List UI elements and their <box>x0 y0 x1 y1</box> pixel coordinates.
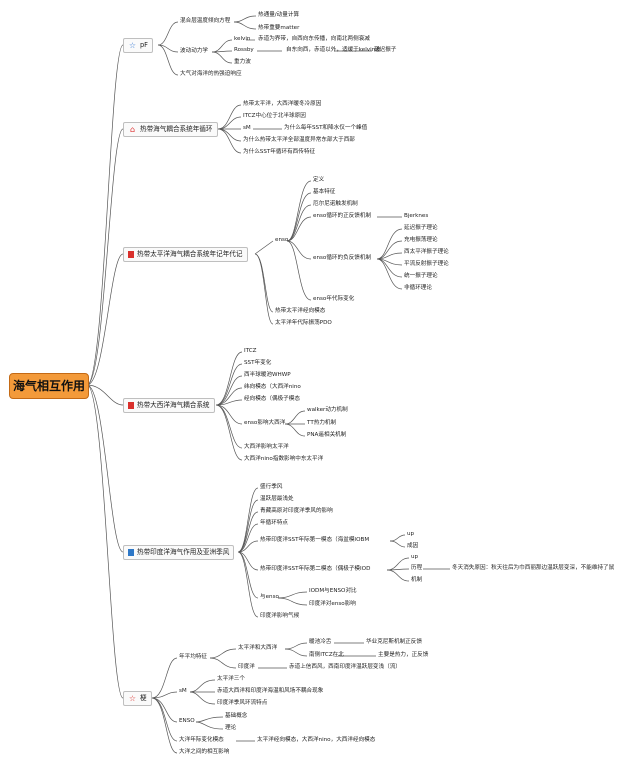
branch-label: 热带海气耦合系统年循环 <box>140 125 213 133</box>
topic-node[interactable]: 充电振荡理论 <box>404 237 438 243</box>
topic-node[interactable]: walker动力机制 <box>307 407 348 413</box>
topic-node[interactable]: 波动动力学 <box>180 48 208 54</box>
topic-node[interactable]: ITCZ <box>244 348 257 354</box>
branch-label: 热带太平洋海气耦合系统年记年代记 <box>137 250 243 258</box>
topic-node[interactable]: 延迟振子 <box>374 47 397 53</box>
branch-label: pF <box>140 41 148 49</box>
topic-node[interactable]: 冬天消失原因：秋天往后为巾西丽那边温跃层变深，不能维持了鼠 <box>452 565 615 571</box>
branch-pacific[interactable]: 热带太平洋海气耦合系统年记年代记 <box>123 247 248 262</box>
topic-node[interactable]: 太平洋和大西洋 <box>238 645 278 651</box>
topic-node[interactable]: ITCZ中心位于北半球原因 <box>243 113 306 119</box>
red-flag-icon <box>128 251 134 258</box>
topic-node[interactable]: 大洋之间的相互影响 <box>179 749 230 755</box>
topic-node[interactable]: Rossby <box>234 47 254 53</box>
topic-node[interactable]: 温跃层最浅处 <box>260 496 294 502</box>
topic-node[interactable]: Bjerknes <box>404 213 429 219</box>
topic-node[interactable]: 印度洋影响气候 <box>260 613 300 619</box>
branch-indian[interactable]: 热带印度洋海气作用及亚洲季风 <box>123 545 235 560</box>
topic-node[interactable]: 暖池冷舌 <box>309 639 332 645</box>
topic-node[interactable]: 印度洋季风环流特点 <box>217 700 268 706</box>
topic-node[interactable]: 基础概念 <box>225 713 248 719</box>
topic-node[interactable]: 热带印度洋SST年际第二模态（偶极子模IOD <box>260 566 371 572</box>
topic-node[interactable]: enso循环的正反馈机制 <box>313 213 372 219</box>
topic-node[interactable]: 年平均特征 <box>179 654 207 660</box>
topic-node[interactable]: 纬向模态（大西洋nino <box>244 384 301 390</box>
topic-node[interactable]: 非循环理论 <box>404 285 432 291</box>
topic-node[interactable]: 赤道大西洋和印度洋海温和风场不耦合现象 <box>217 688 324 694</box>
topic-node[interactable]: enso年代际变化 <box>313 296 355 302</box>
topic-node[interactable]: 大西洋nino指数影响中东太平洋 <box>244 456 324 462</box>
branch-atlantic[interactable]: 热带大西洋海气耦合系统 <box>123 398 215 413</box>
branch-label: 热带大西洋海气耦合系统 <box>137 401 210 409</box>
topic-node[interactable]: ENSO <box>179 718 195 724</box>
topic-node[interactable]: 华业克尼斯机制正反馈 <box>366 639 422 645</box>
topic-node[interactable]: 热带印度洋SST年际第一模态（海盆模IOBM <box>260 537 370 543</box>
topic-node[interactable]: 热带重要matter <box>258 25 300 31</box>
topic-node[interactable]: 赤道为界带，自西向东传播，向南北两侧衰减 <box>258 36 370 42</box>
topic-node[interactable]: sM <box>179 688 187 694</box>
topic-node[interactable]: 年循环特点 <box>260 520 288 526</box>
topic-node[interactable]: 青藏高原对印度洋季风的影响 <box>260 508 333 514</box>
topic-node[interactable]: 南侧ITCZ在北 <box>309 652 344 658</box>
topic-node[interactable]: 太平洋三个 <box>217 676 245 682</box>
topic-node[interactable]: 印度洋对enso影响 <box>309 601 356 607</box>
topic-node[interactable]: up <box>407 531 415 537</box>
topic-node[interactable]: 大西洋影响太平洋 <box>244 444 289 450</box>
topic-node[interactable]: enso循环的负反馈机制 <box>313 255 372 261</box>
topic-node[interactable]: 混合层温度倾向方程 <box>180 18 231 24</box>
topic-node[interactable]: 赤道上信西风，西南印度洋温跃层变浅（流） <box>289 664 401 670</box>
root-topic[interactable]: 海气相互作用 <box>9 373 89 399</box>
topic-node[interactable]: 统一振子理论 <box>404 273 438 279</box>
star-icon: ☆ <box>128 694 137 703</box>
topic-node[interactable]: 大气对海洋的热强迫响应 <box>180 71 242 77</box>
topic-node[interactable]: IODM与ENSO对比 <box>309 588 357 594</box>
topic-node[interactable]: up <box>411 554 419 560</box>
red-flag-icon <box>128 402 134 409</box>
topic-node[interactable]: 大洋年际变化模态 <box>179 737 224 743</box>
topic-node[interactable]: 理论 <box>225 725 237 731</box>
topic-node[interactable]: 与enso <box>260 594 279 600</box>
house-icon: ⌂ <box>129 125 136 134</box>
topic-node[interactable]: 西太平洋振子理论 <box>404 249 449 255</box>
topic-node[interactable]: 为什么SST年循环有西传特征 <box>243 149 316 155</box>
branch-label: 梗 <box>140 694 147 702</box>
topic-node[interactable]: 延迟振子理论 <box>404 225 438 231</box>
topic-node[interactable]: 印度洋 <box>238 664 255 670</box>
topic-node[interactable]: 热带太平洋经向模态 <box>275 308 326 314</box>
topic-node[interactable]: 为什么热带太平洋全部温度异常东部大于西部 <box>243 137 355 143</box>
topic-node[interactable]: 成因 <box>407 543 419 549</box>
topic-node[interactable]: 热通量/动量计算 <box>258 12 300 18</box>
blue-flag-icon <box>128 549 134 556</box>
topic-node[interactable]: 机制 <box>411 577 423 583</box>
topic-node[interactable]: sM <box>243 125 251 131</box>
topic-node[interactable]: 为什么每年SST和降水仅一个峰值 <box>284 125 368 131</box>
topic-node[interactable]: 平流反射振子理论 <box>404 261 449 267</box>
topic-node[interactable]: enso <box>275 237 289 243</box>
branch-tropical[interactable]: ⌂ 热带海气耦合系统年循环 <box>123 122 218 137</box>
topic-node[interactable]: 基本特征 <box>313 189 336 195</box>
topic-node[interactable]: 历程 <box>411 565 423 571</box>
topic-node[interactable]: 太平洋经向模态，大西洋nino，大西洋经向模态 <box>257 737 376 743</box>
star-icon: ☆ <box>128 41 137 50</box>
branch-summary[interactable]: ☆ 梗 <box>123 691 152 706</box>
topic-node[interactable]: SST年变化 <box>244 360 272 366</box>
topic-node[interactable]: PNA遥相关机制 <box>307 432 347 438</box>
topic-node[interactable]: 西半球暖池WHWP <box>244 372 291 378</box>
topic-node[interactable]: 太平洋年代际振荡PDO <box>275 320 332 326</box>
branch-label: 热带印度洋海气作用及亚洲季风 <box>137 548 230 556</box>
topic-node[interactable]: 定义 <box>313 177 325 183</box>
topic-node[interactable]: 经向模态（偶极子模态 <box>244 396 300 402</box>
topic-node[interactable]: 主要是热力，正反馈 <box>378 652 429 658</box>
topic-node[interactable]: 盛行季风 <box>260 484 283 490</box>
topic-node[interactable]: kelvin <box>234 36 251 42</box>
branch-pf[interactable]: ☆ pF <box>123 38 153 53</box>
topic-node[interactable]: 热带太平洋，大西洋暖冬冷原因 <box>243 101 322 107</box>
topic-node[interactable]: 自东向西，赤道以外，适缓于kelvin波 <box>286 47 381 53</box>
topic-node[interactable]: 重力波 <box>234 59 251 65</box>
topic-node[interactable]: enso影响大西洋 <box>244 420 286 426</box>
topic-node[interactable]: 厄尔尼诺触发机制 <box>313 201 358 207</box>
topic-node[interactable]: TT热力机制 <box>307 420 337 426</box>
